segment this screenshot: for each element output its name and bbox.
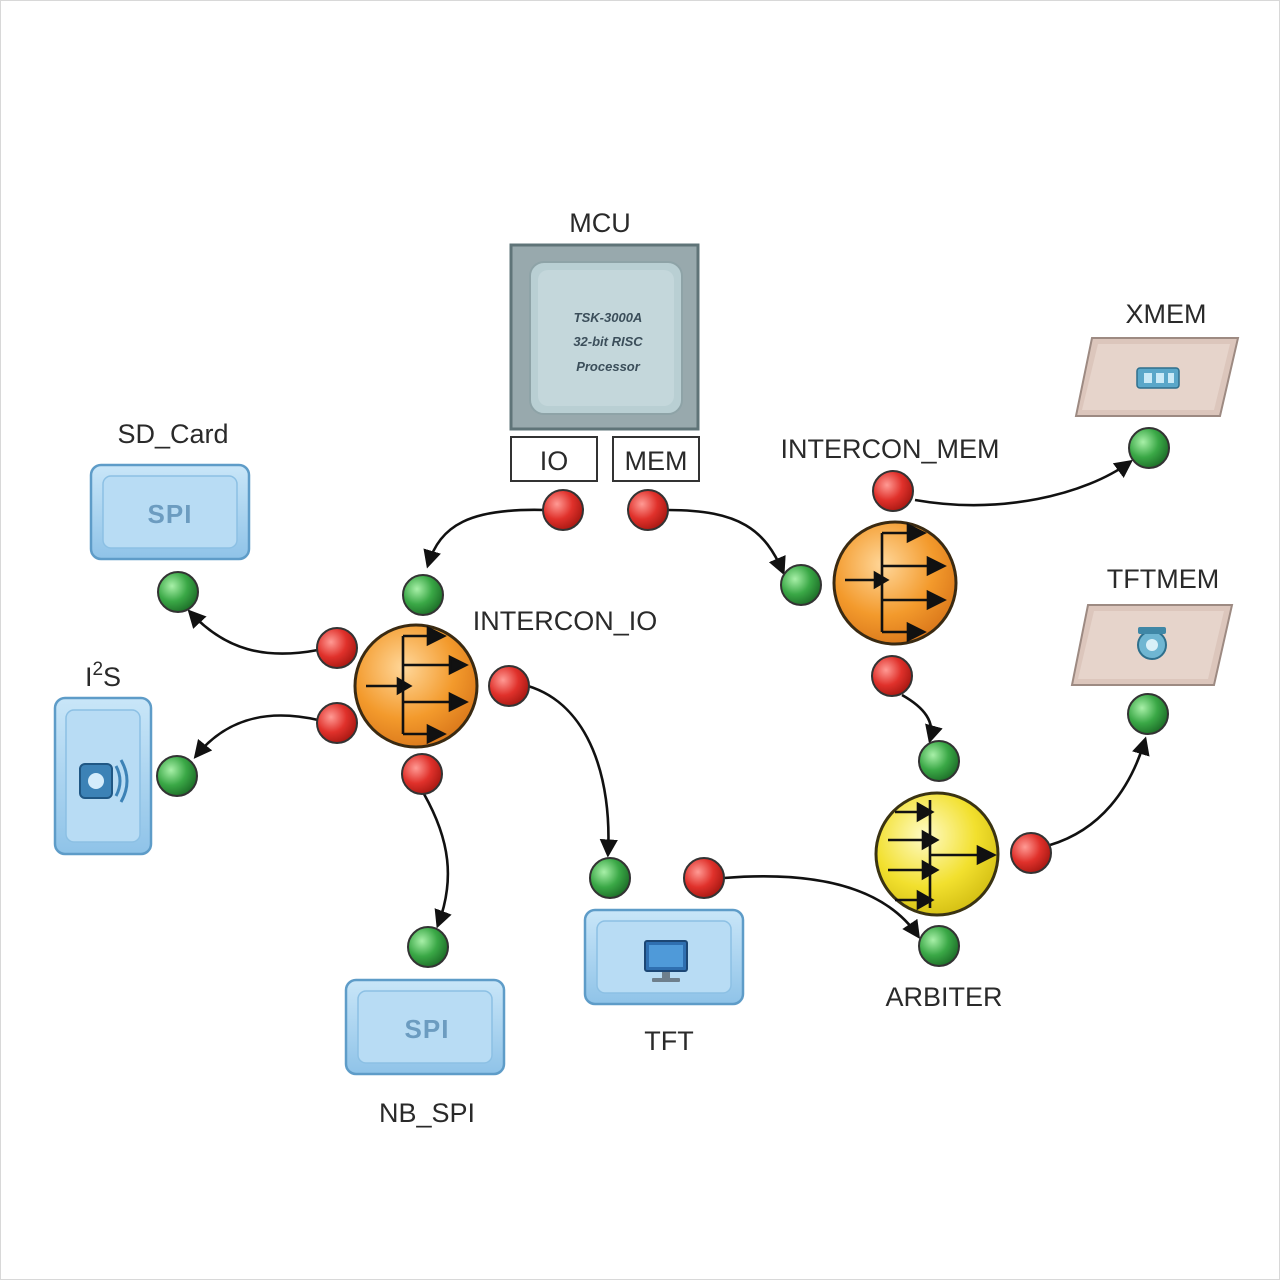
green-port-dot[interactable] <box>918 925 960 967</box>
i2s-label: I2S <box>85 659 121 692</box>
router-arrows-icon <box>845 522 947 643</box>
green-port-dot[interactable] <box>407 926 449 968</box>
intercon-mem-hub[interactable] <box>832 520 958 646</box>
i2s-label-base: I <box>85 662 93 692</box>
wire-intercon-io-to-tft <box>527 684 618 858</box>
wire-intercon-io-to-sdcard <box>187 609 319 655</box>
mcu-port-io-label: IO <box>540 446 569 476</box>
nb-spi-device[interactable]: SPI <box>344 978 506 1076</box>
sd-card-spi-text: SPI <box>148 499 193 529</box>
tftmem-label: TFTMEM <box>1107 564 1219 594</box>
arbiter-hub[interactable] <box>874 791 1000 917</box>
arbiter-label: ARBITER <box>885 982 1002 1012</box>
wires <box>187 459 1150 940</box>
speaker-icon <box>79 759 129 803</box>
mcu-port-mem-label: MEM <box>625 446 688 476</box>
i2s-device[interactable] <box>53 696 153 856</box>
green-port-dot[interactable] <box>1127 693 1169 735</box>
red-port-dot[interactable] <box>871 655 913 697</box>
intercon-mem-label: INTERCON_MEM <box>780 434 999 464</box>
green-port-dot[interactable] <box>157 571 199 613</box>
monitor-icon <box>644 940 688 982</box>
mcu-chip-line2: 32-bit RISC <box>573 334 643 349</box>
mcu-port-mem[interactable]: MEM <box>612 436 700 482</box>
router-arrows-icon <box>366 625 469 745</box>
green-port-dot[interactable] <box>402 574 444 616</box>
merge-arrows-icon <box>888 800 997 911</box>
intercon-io-hub[interactable] <box>353 623 479 749</box>
red-port-dot[interactable] <box>316 627 358 669</box>
red-port-dot[interactable] <box>488 665 530 707</box>
wire-intercon-io-to-i2s <box>193 714 319 759</box>
mcu-label: MCU <box>569 208 631 238</box>
mcu-chip-line3: Processor <box>576 359 641 374</box>
red-port-dot[interactable] <box>542 489 584 531</box>
xmem-memory[interactable] <box>1074 337 1240 417</box>
red-port-dot[interactable] <box>401 753 443 795</box>
wire-arbiter-to-tftmem <box>1049 736 1150 847</box>
mcu-chip-line1: TSK-3000A <box>574 310 643 325</box>
wire-intercon-mem-to-xmem <box>914 459 1133 507</box>
tft-label: TFT <box>644 1026 693 1056</box>
mcu-chip[interactable]: TSK-3000A 32-bit RISC Processor <box>509 243 700 431</box>
i2s-label-sup: 2 <box>92 659 103 680</box>
memory-module-icon <box>1137 627 1167 660</box>
port-dots <box>156 427 1170 968</box>
sd-card-label: SD_Card <box>117 419 228 449</box>
tftmem-memory[interactable] <box>1070 604 1234 686</box>
wire-mem-to-intercon-mem <box>667 508 786 576</box>
red-port-dot[interactable] <box>683 857 725 899</box>
wire-tft-to-arbiter <box>723 875 921 940</box>
intercon-io-label: INTERCON_IO <box>473 606 658 636</box>
nb-spi-spi-text: SPI <box>405 1014 450 1044</box>
xmem-label: XMEM <box>1126 299 1207 329</box>
red-port-dot[interactable] <box>316 702 358 744</box>
wire-io-to-intercon-io <box>423 508 546 569</box>
green-port-dot[interactable] <box>780 564 822 606</box>
red-port-dot[interactable] <box>872 470 914 512</box>
green-port-dot[interactable] <box>589 857 631 899</box>
green-port-dot[interactable] <box>1128 427 1170 469</box>
sd-card-device[interactable]: SPI <box>89 463 251 561</box>
i2s-label-tail: S <box>103 662 121 692</box>
memory-chip-icon <box>1136 367 1180 389</box>
red-port-dot[interactable] <box>627 489 669 531</box>
green-port-dot[interactable] <box>918 740 960 782</box>
nb-spi-label: NB_SPI <box>379 1098 475 1128</box>
tft-device[interactable] <box>583 908 745 1006</box>
green-port-dot[interactable] <box>156 755 198 797</box>
red-port-dot[interactable] <box>1010 832 1052 874</box>
mcu-port-io[interactable]: IO <box>510 436 598 482</box>
wire-intercon-io-to-nbspi <box>422 793 452 929</box>
wire-intercon-mem-to-arbiter <box>901 693 943 744</box>
